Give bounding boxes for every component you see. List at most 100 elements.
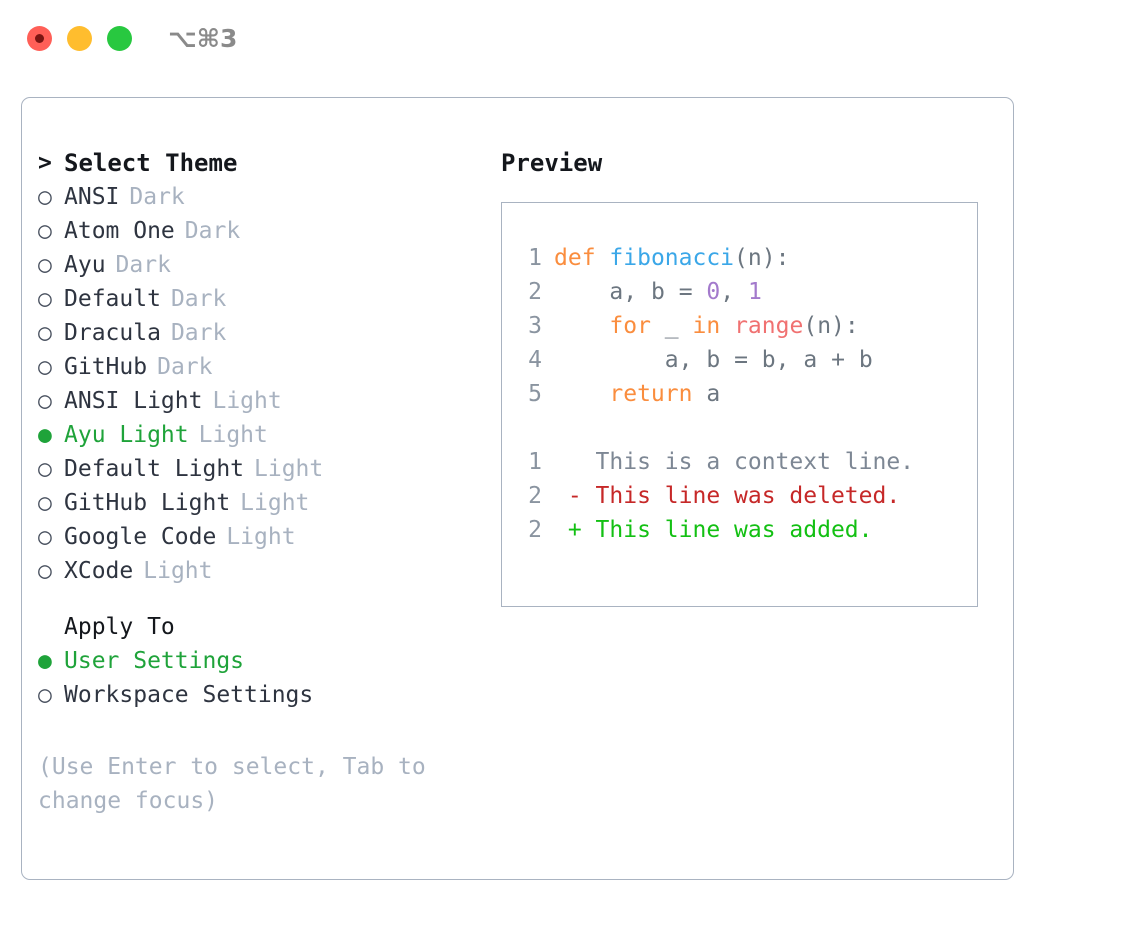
radio-unselected-icon[interactable]: ○ [38, 286, 52, 312]
code-token: a [664, 347, 679, 373]
code-token: 0 [706, 279, 721, 305]
theme-list-item[interactable]: ○ Google Code Light [38, 520, 488, 554]
theme-list-item[interactable]: ○ Default Dark [38, 282, 488, 316]
theme-list-item[interactable]: ○ Atom One Dark [38, 214, 488, 248]
code-token: in [692, 313, 721, 339]
code-token: range [734, 313, 804, 339]
code-token: n [747, 245, 762, 271]
radio-unselected-icon[interactable]: ○ [38, 252, 52, 278]
code-token: b [650, 279, 665, 305]
code-token: , [623, 279, 638, 305]
theme-list-item[interactable]: ● Ayu Light Light [38, 418, 488, 452]
radio-selected-icon[interactable]: ● [38, 422, 52, 448]
theme-variant-badge: Dark [170, 286, 227, 312]
code-token: ): [761, 245, 790, 271]
code-token: , [775, 347, 790, 373]
radio-unselected-icon[interactable]: ○ [38, 218, 52, 244]
code-token: _ [664, 313, 679, 339]
diff-line-text: - This line was deleted. [554, 483, 901, 509]
line-number: 3 [528, 313, 542, 339]
apply-to-option-label: Workspace Settings [64, 682, 314, 708]
theme-name: GitHub Light [64, 490, 231, 516]
radio-unselected-icon[interactable]: ○ [38, 456, 52, 482]
theme-name: ANSI Light [64, 388, 203, 414]
apply-to-heading-label: Apply To [64, 614, 175, 640]
radio-unselected-icon[interactable]: ○ [38, 558, 52, 584]
line-number: 1 [528, 449, 542, 475]
theme-name: Atom One [64, 218, 175, 244]
theme-name: Ayu Light [64, 422, 189, 448]
radio-unselected-icon[interactable]: ○ [38, 490, 52, 516]
code-token: = [678, 279, 693, 305]
apply-to-option[interactable]: ○ Workspace Settings [38, 678, 488, 712]
radio-unselected-icon[interactable]: ○ [38, 320, 52, 346]
theme-variant-badge: Light [226, 524, 296, 550]
radio-unselected-icon[interactable]: ○ [38, 184, 52, 210]
spacer [38, 712, 488, 742]
code-token: b [706, 347, 721, 373]
code-token: 1 [747, 279, 762, 305]
theme-list-item[interactable]: ○ ANSI Light Light [38, 384, 488, 418]
theme-name: GitHub [64, 354, 148, 380]
diff-line: 2 + This line was added. [502, 513, 977, 547]
close-button[interactable] [27, 26, 52, 51]
code-token: a [609, 279, 624, 305]
theme-variant-badge: Light [212, 388, 282, 414]
maximize-button[interactable] [107, 26, 132, 51]
theme-list-item[interactable]: ○ GitHub Light Light [38, 486, 488, 520]
theme-variant-badge: Light [143, 558, 213, 584]
theme-variant-badge: Light [240, 490, 310, 516]
select-theme-heading: > Select Theme [38, 146, 488, 180]
radio-unselected-icon[interactable]: ○ [38, 682, 52, 708]
select-theme-heading-label: Select Theme [64, 149, 238, 177]
diff-line-text: + This line was added. [554, 517, 873, 543]
theme-variant-badge: Dark [157, 354, 213, 380]
theme-list-item[interactable]: ○ GitHub Dark [38, 350, 488, 384]
code-line: 3 for _ in range(n): [502, 309, 977, 343]
diff-sample: 1 This is a context line.2 - This line w… [502, 445, 977, 547]
theme-variant-badge: Light [198, 422, 268, 448]
code-token: ( [734, 245, 748, 271]
apply-to-list: ●User Settings ○ Workspace Settings [38, 644, 488, 712]
apply-to-option[interactable]: ●User Settings [38, 644, 488, 678]
theme-name: Default [64, 286, 161, 312]
code-token: b [761, 347, 776, 373]
theme-variant-badge: Dark [184, 218, 241, 244]
title-bar: ⌥⌘3 [0, 0, 1140, 78]
keyboard-shortcut-label: ⌥⌘3 [168, 24, 238, 53]
theme-variant-badge: Dark [115, 252, 171, 278]
code-line: 4 a, b = b, a + b [502, 343, 977, 377]
code-token: a [706, 381, 721, 407]
code-token: ( [803, 313, 818, 339]
radio-unselected-icon[interactable]: ○ [38, 388, 52, 414]
preview-heading: Preview [501, 149, 603, 177]
code-line: 5 return a [502, 377, 977, 411]
radio-unselected-icon[interactable]: ○ [38, 524, 52, 550]
apply-to-heading: Apply To [38, 610, 488, 644]
diff-line: 1 This is a context line. [502, 445, 977, 479]
code-token: , [678, 347, 693, 373]
theme-list-item[interactable]: ○ Default Light Light [38, 452, 488, 486]
code-token: ): [831, 313, 859, 339]
theme-variant-badge: Light [254, 456, 324, 482]
minimize-button[interactable] [67, 26, 92, 51]
radio-unselected-icon[interactable]: ○ [38, 354, 52, 380]
code-token: , [720, 279, 735, 305]
theme-name: Default Light [64, 456, 245, 482]
theme-name: Google Code [64, 524, 217, 550]
radio-selected-icon[interactable]: ● [38, 648, 52, 674]
line-number: 4 [528, 347, 542, 373]
code-token: return [609, 381, 693, 407]
theme-variant-badge: Dark [170, 320, 227, 346]
